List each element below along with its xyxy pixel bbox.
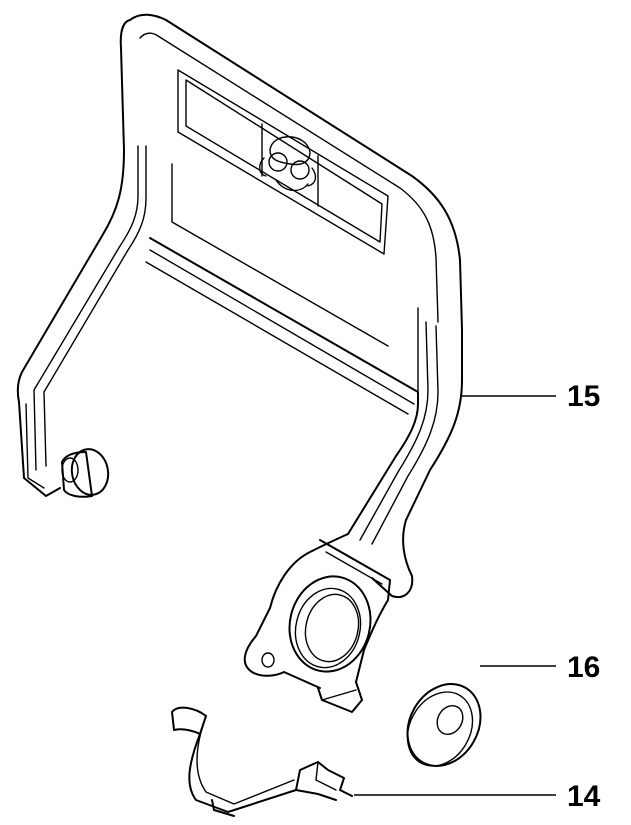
washer-part-16 <box>406 683 482 767</box>
part-label-16: 16 <box>567 651 600 684</box>
part-label-15: 15 <box>567 380 600 413</box>
hand-guard-part-15 <box>16 13 463 713</box>
part-label-14: 14 <box>567 780 601 813</box>
pivot-knob <box>61 448 110 498</box>
spring-clip-part-14 <box>171 706 353 817</box>
face-symbol-icon <box>259 136 317 191</box>
